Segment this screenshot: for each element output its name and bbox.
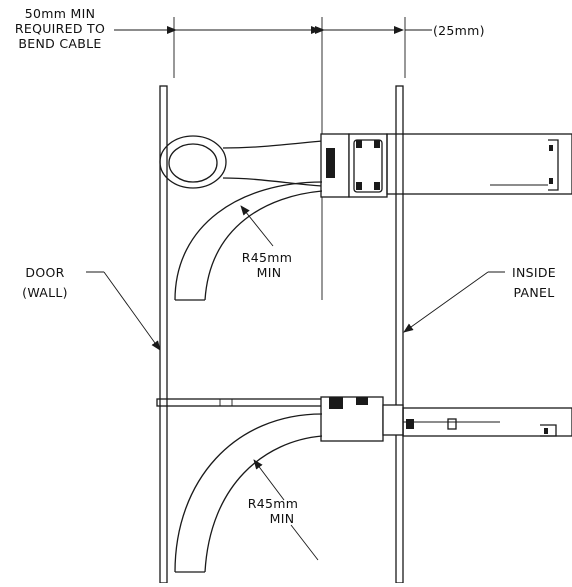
label-radius-top: R45mm (242, 250, 292, 265)
panel-leader-arrow (403, 271, 489, 333)
pull-tab-arm (222, 140, 323, 149)
radius-leader-bottom-down (290, 524, 319, 561)
upper-module-latch (326, 148, 335, 178)
lower-module-latch (329, 397, 343, 409)
upper-module-tail-pin-2 (549, 178, 553, 184)
upper-module-tail (548, 139, 559, 191)
label-radius-bottom-min: MIN (270, 511, 295, 526)
lower-module-tail-pin (544, 428, 548, 434)
lower-module-cage (382, 404, 404, 436)
pull-tab-loop (159, 135, 227, 189)
label-gap-25mm: (25mm) (433, 23, 485, 38)
pull-tab-loop-inner (168, 143, 218, 183)
upper-module-housing (386, 133, 572, 195)
inside-panel-plate (395, 85, 404, 584)
radius-leader-bottom-up (253, 459, 285, 501)
label-panel: PANEL (513, 285, 554, 300)
label-bend-min: 50mm MIN (25, 6, 95, 21)
lower-cable-bend-inner (204, 435, 323, 573)
upper-connector-key-top (356, 140, 362, 148)
radius-leader-top (240, 205, 274, 247)
upper-cable-bend-inner (204, 190, 323, 301)
label-radius-top-min: MIN (257, 265, 282, 280)
door-leader-arrow (103, 271, 161, 351)
upper-connector-key-top-r (374, 140, 380, 148)
lower-module-latch-2 (356, 397, 368, 405)
upper-module-cage (348, 133, 388, 198)
lower-module-clip (406, 419, 414, 429)
label-radius-bottom: R45mm (248, 496, 298, 511)
pull-tab-arm-lower (222, 177, 323, 187)
lower-module-tail (540, 424, 557, 437)
label-door: DOOR (25, 265, 64, 280)
upper-module-connector (353, 139, 383, 193)
door-wall-plate (159, 85, 168, 584)
lower-pull-tab (156, 398, 323, 407)
upper-connector-key-bottom (356, 182, 362, 190)
lower-cable-bend-outer (174, 413, 323, 573)
upper-connector-key-bottom-r (374, 182, 380, 190)
label-inside: INSIDE (512, 265, 556, 280)
upper-module-tail-pin (549, 145, 553, 151)
label-bend-cable: BEND CABLE (18, 36, 101, 51)
upper-cable-bend-outer (174, 181, 323, 301)
lower-module-clip-2 (447, 418, 457, 430)
label-bend-required: REQUIRED TO (15, 21, 105, 36)
label-wall: (WALL) (22, 285, 68, 300)
